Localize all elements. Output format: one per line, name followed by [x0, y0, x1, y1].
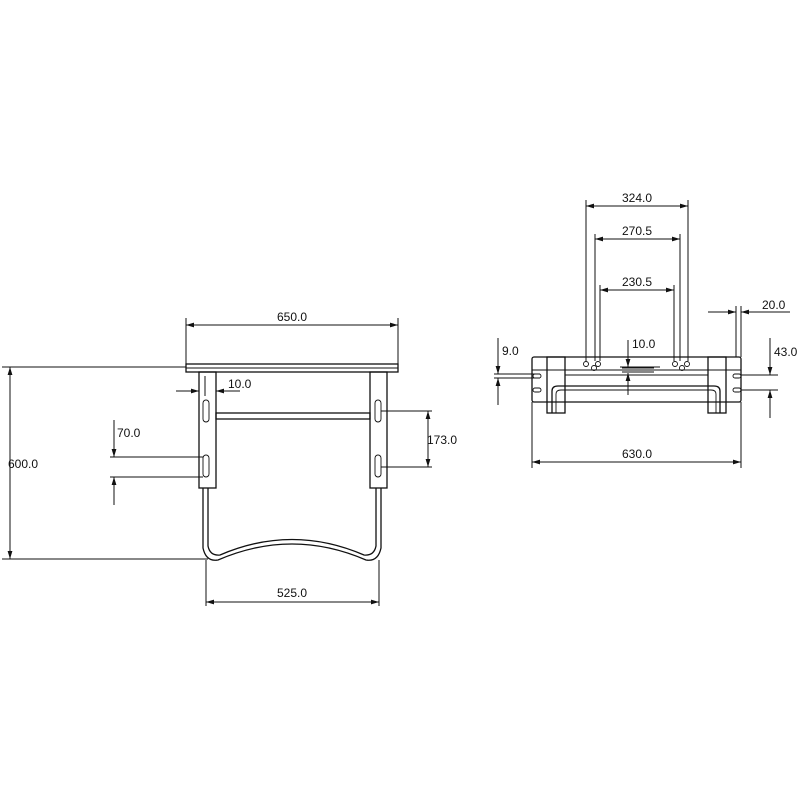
dim-10-center-label: 10.0 [632, 337, 656, 351]
dim-650: 650.0 [185, 310, 399, 364]
dim-270-label: 270.5 [622, 224, 652, 238]
dim-10-bracket-label: 10.0 [228, 377, 252, 391]
mount-holes [583, 361, 690, 371]
side-body [531, 356, 742, 414]
dim-230-label: 230.5 [622, 275, 652, 289]
right-bracket [369, 371, 388, 489]
dim-650-label: 650.0 [277, 310, 307, 324]
dim-70: 70.0 [110, 420, 203, 505]
dim-9-label: 9.0 [502, 344, 519, 358]
cross-bar [215, 412, 371, 420]
side-view: 324.0 270.5 230.5 10.0 [494, 191, 798, 468]
dim-525-label: 525.0 [277, 586, 307, 600]
dim-10-center: 10.0 [620, 337, 660, 395]
dim-10-bracket: 10.0 [176, 376, 252, 396]
dim-324-label: 324.0 [622, 191, 652, 205]
dim-43: 43.0 [741, 338, 798, 418]
dim-600: 600.0 [2, 366, 208, 560]
dim-630: 630.0 [531, 402, 742, 468]
side-slots [532, 373, 742, 393]
front-view: 650.0 600.0 10.0 173.0 [2, 310, 457, 606]
dim-43-label: 43.0 [774, 345, 798, 359]
dim-525: 525.0 [205, 560, 380, 606]
dim-20-label: 20.0 [762, 298, 786, 312]
top-plate [185, 363, 399, 373]
dim-173-label: 173.0 [427, 433, 457, 447]
dim-20: 20.0 [708, 298, 790, 357]
keyboard-tray [202, 488, 382, 561]
dim-324: 324.0 [585, 191, 689, 361]
dim-630-label: 630.0 [622, 447, 652, 461]
dim-9: 9.0 [494, 338, 540, 405]
dim-70-label: 70.0 [117, 426, 141, 440]
dim-173: 173.0 [381, 410, 457, 468]
left-bracket [198, 371, 217, 489]
dim-600-label: 600.0 [8, 457, 38, 471]
dim-230: 230.5 [599, 275, 675, 361]
dim-270: 270.5 [594, 224, 681, 361]
